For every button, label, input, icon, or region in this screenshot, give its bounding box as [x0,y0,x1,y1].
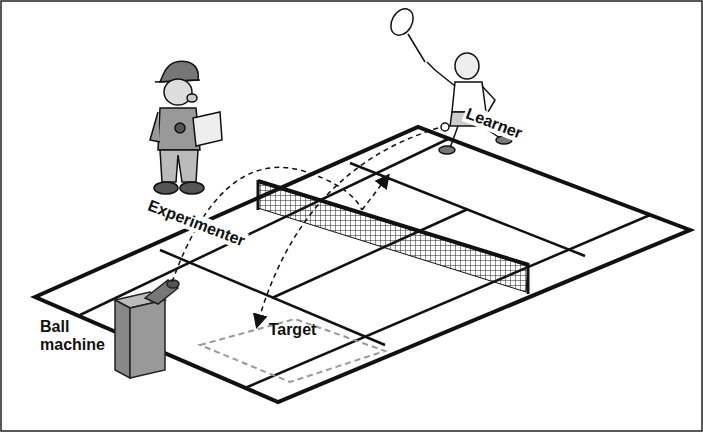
target-zone: Target [195,315,390,387]
court [35,127,690,402]
experimenter-figure [150,61,222,194]
net [258,180,529,294]
equipment-label: Ball machine [38,318,104,353]
zone-label: Target [195,321,390,339]
role-label: Learner [462,104,527,143]
ball-machine [115,280,179,378]
court-lines [80,139,650,388]
